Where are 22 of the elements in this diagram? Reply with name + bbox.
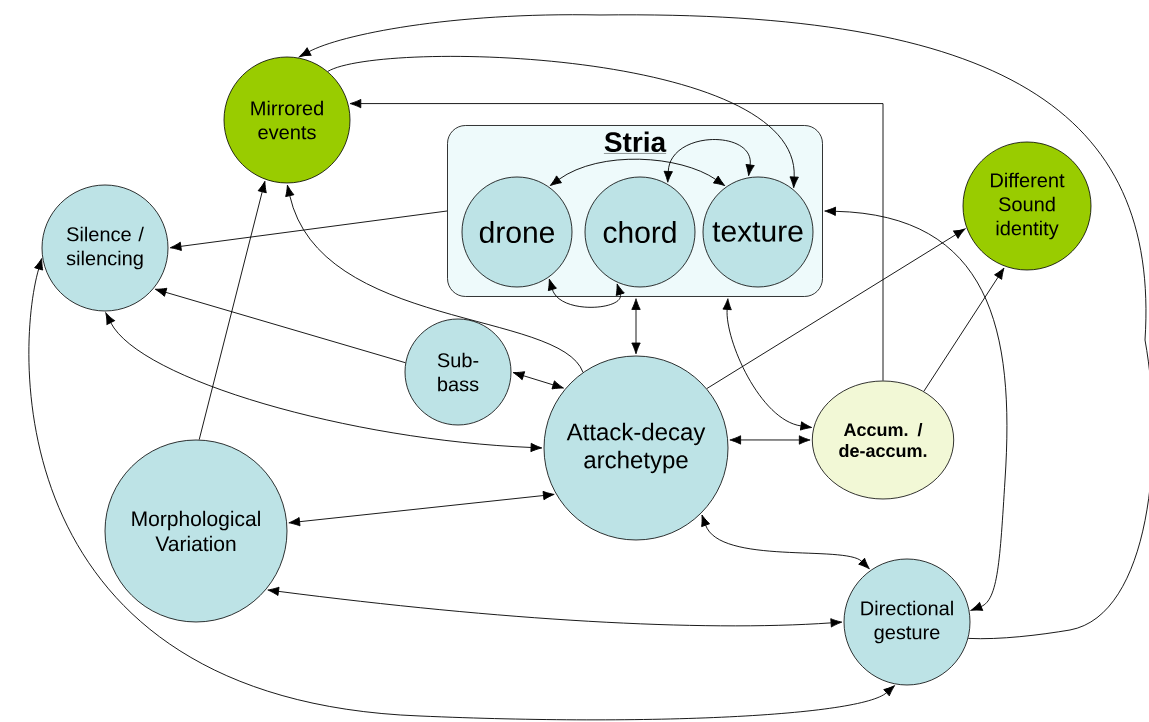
arrow [327,56,799,189]
arrow [547,278,625,308]
arrow [267,586,843,628]
arrow [701,514,870,570]
arrow [722,298,813,431]
arrow [28,258,896,721]
arrow [729,435,811,445]
arrow [349,98,884,382]
arrow [299,14,1149,640]
arrow [706,228,966,390]
arrow [198,180,267,441]
arrow [631,298,641,355]
arrow [169,210,448,251]
arrow [923,267,1005,392]
arrow [288,490,555,527]
arrow [105,312,543,453]
arrow [549,158,726,187]
arrow [285,184,584,373]
arrow [154,287,406,364]
arrow [824,206,1008,611]
arrow [663,139,755,183]
arrow [512,371,564,390]
